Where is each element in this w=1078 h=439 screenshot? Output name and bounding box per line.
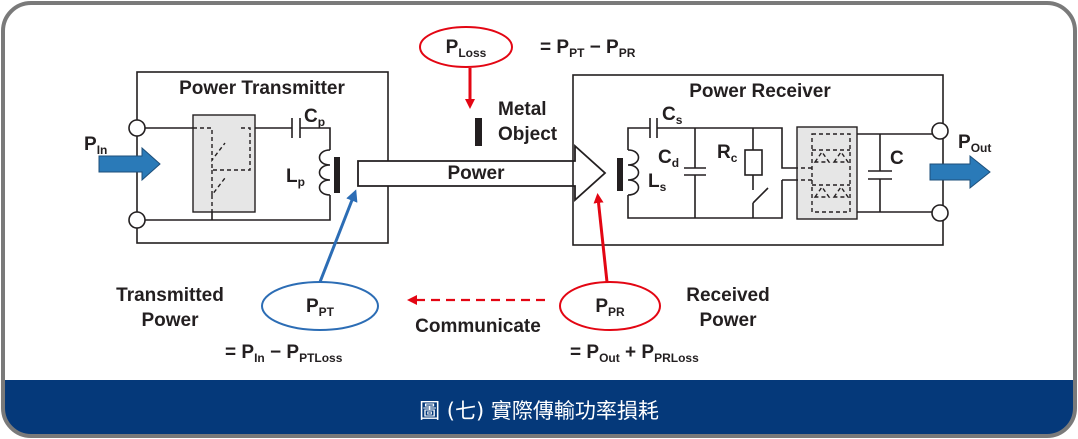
lp-label: Lp: [286, 166, 305, 189]
transmitted-power-label: Power: [141, 310, 199, 331]
cd-label: Cd: [658, 147, 679, 170]
p-pt-label: PPT: [306, 296, 335, 319]
received-power-label: Power: [699, 310, 757, 331]
p-loss-label: PLoss: [446, 37, 487, 60]
input-terminal-top: [128, 119, 146, 137]
inverter-module: [192, 114, 256, 213]
received-label: Received: [686, 285, 769, 306]
received-power-arrow: [593, 193, 609, 283]
output-terminal-bottom: [931, 204, 949, 222]
caption: 圖 (七) 實際傳輸功率損耗: [419, 399, 659, 423]
power-receiver: Power Receiver Cs Ls Cd Rc C: [572, 74, 949, 246]
frame: [3, 3, 1075, 436]
transmitted-power-arrow: [318, 189, 358, 283]
caption-band: [3, 380, 1075, 436]
c-label: C: [890, 148, 904, 169]
metal-label: Metal: [498, 99, 547, 120]
p-pr-label: PPR: [595, 296, 625, 319]
cp-label: Cp: [304, 106, 325, 129]
ls-label: Ls: [648, 171, 667, 194]
p-pr-equation: = POut + PPRLoss: [570, 342, 699, 365]
p-in-label: PIn: [84, 134, 107, 157]
p-loss-equation: = PPT − PPR: [540, 37, 636, 60]
p-pt-equation: = PIn − PPTLoss: [225, 342, 343, 365]
rc-label: Rc: [717, 142, 738, 165]
p-pr-ellipse: [559, 281, 661, 331]
ferrite-bar-tx: [334, 157, 340, 193]
power-transfer-arrow: [357, 143, 607, 203]
power-arrow-label: Power: [447, 163, 505, 184]
output-power-arrow: [929, 154, 991, 190]
resistor-rc: [744, 149, 763, 176]
coil-ls: [627, 149, 640, 196]
transmitter-title: Power Transmitter: [179, 78, 345, 99]
coil-lp: [318, 149, 331, 196]
p-loss-ellipse: [419, 26, 513, 68]
p-pt-ellipse: [261, 281, 379, 331]
transmitted-label: Transmitted: [116, 285, 224, 306]
object-label: Object: [498, 124, 558, 145]
rectifier-module: [796, 126, 858, 220]
receiver-title: Power Receiver: [689, 81, 831, 102]
input-terminal-bottom: [128, 211, 146, 229]
communicate-label: Communicate: [415, 316, 541, 337]
cs-label: Cs: [662, 104, 683, 127]
input-power-arrow: [98, 146, 161, 182]
power-transmitter: Power Transmitter Cp Lp: [128, 71, 389, 244]
p-out-label: POut: [958, 132, 991, 155]
capacitor-cp: [291, 118, 301, 138]
ferrite-bar-rx: [617, 158, 623, 191]
metal-object: [475, 118, 482, 146]
output-terminal-top: [931, 122, 949, 140]
